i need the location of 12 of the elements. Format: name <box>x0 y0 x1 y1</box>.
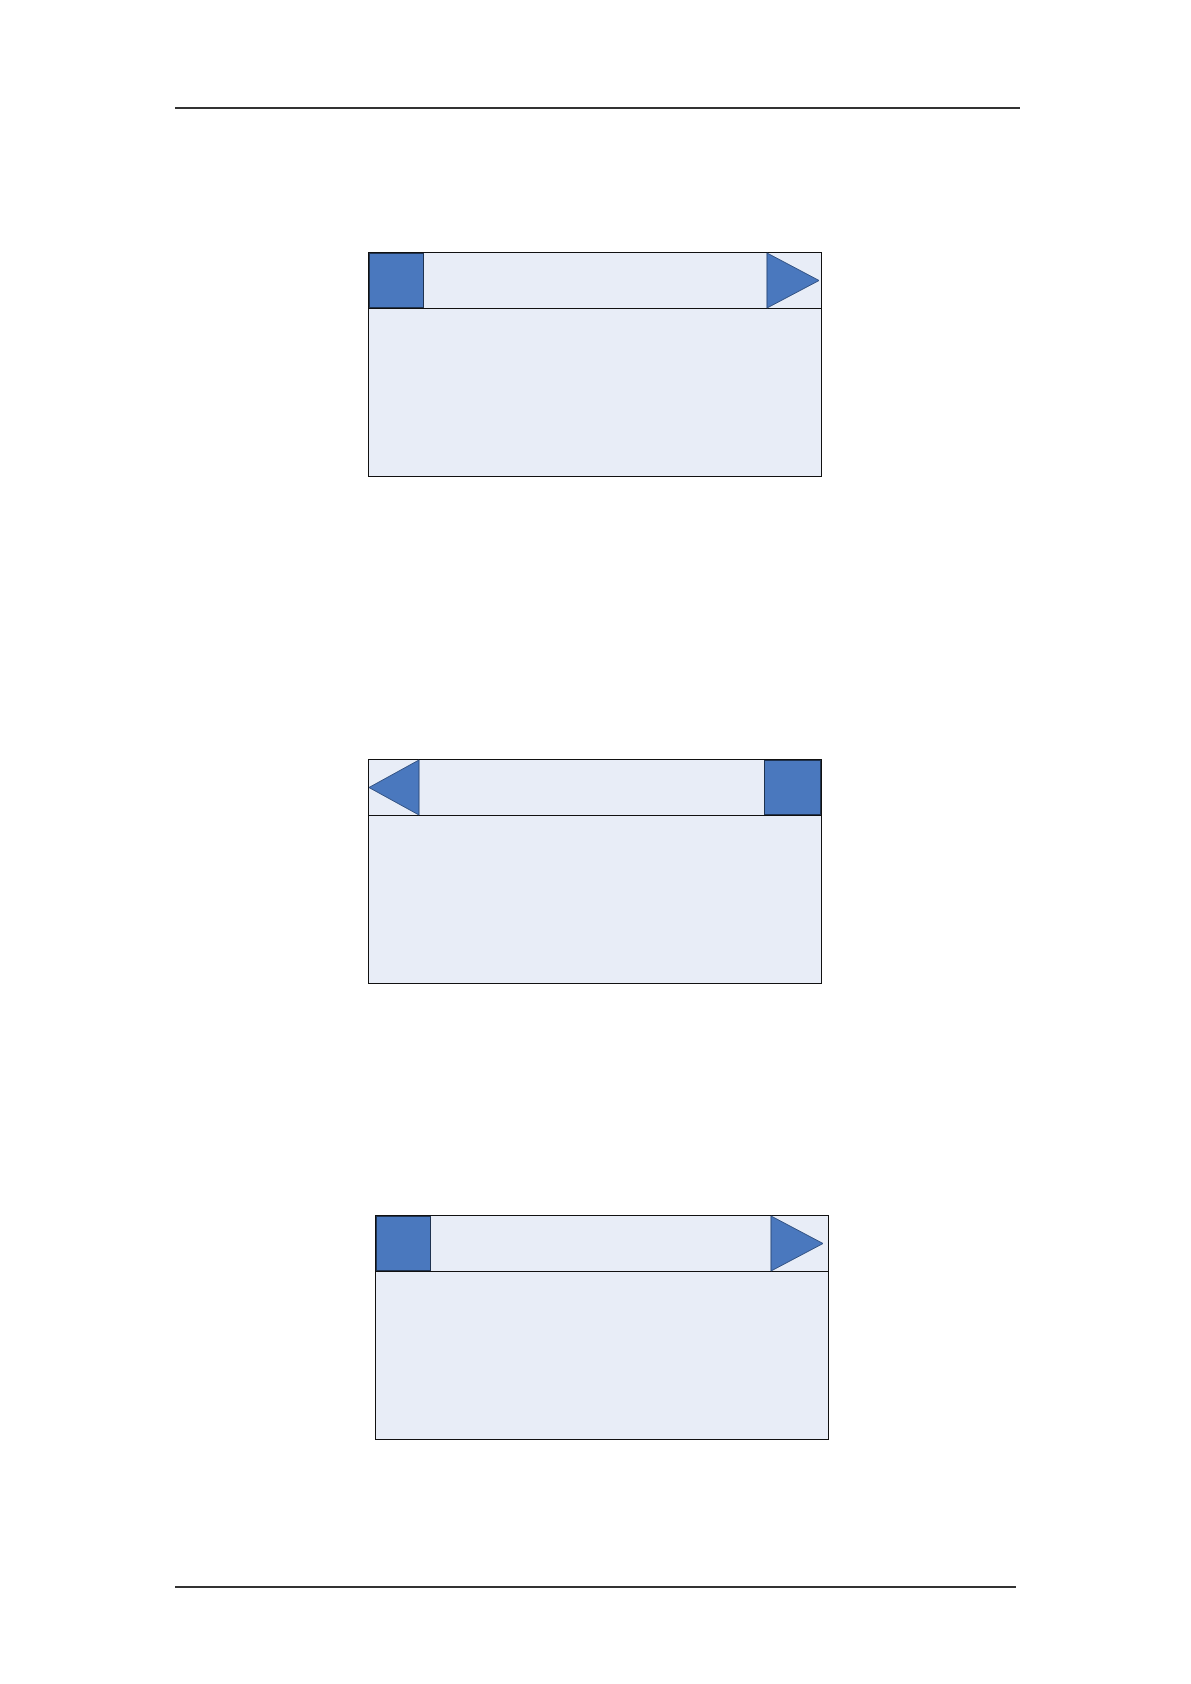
screen-panel <box>368 759 822 984</box>
header-bar <box>369 253 821 309</box>
square-icon <box>369 253 424 308</box>
header-bar <box>369 760 821 816</box>
right-arrow-icon <box>771 1216 823 1271</box>
screen-panel <box>368 252 822 477</box>
square-icon <box>376 1216 431 1271</box>
header-bar <box>376 1216 828 1272</box>
left-arrow-icon <box>369 760 419 815</box>
square-icon <box>764 760 821 815</box>
right-arrow-icon <box>767 253 819 308</box>
screen-panel <box>375 1215 829 1440</box>
